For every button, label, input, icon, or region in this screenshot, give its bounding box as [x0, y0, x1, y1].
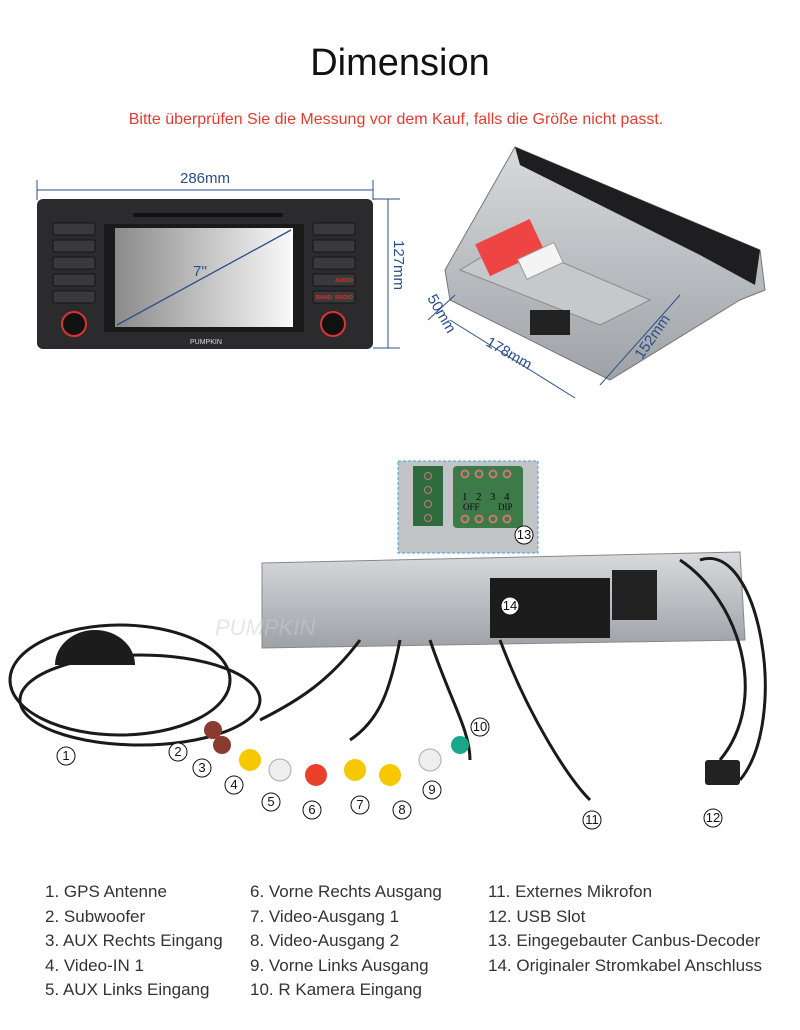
- legend-item: 3. AUX Rechts Eingang: [45, 931, 223, 950]
- gps-antenna: [55, 630, 135, 665]
- callout-5: 5: [261, 792, 281, 812]
- legend-column-1: 1. GPS Antenne 2. Subwoofer 3. AUX Recht…: [45, 880, 223, 1003]
- height-dimension: 127mm: [373, 198, 407, 349]
- tune-knob: [320, 311, 346, 337]
- legend-item: 8. Video-Ausgang 2: [250, 931, 400, 950]
- legend-item: 13. Eingegebauter Canbus-Decoder: [488, 931, 761, 950]
- legend-item: 14. Originaler Stromkabel Anschluss: [488, 955, 763, 975]
- head-unit-side: 50mm 178mm 152mm: [424, 146, 766, 399]
- legend-item: 4. Video-IN 1: [45, 955, 144, 975]
- legend-item: 11. Externes Mikrofon: [488, 882, 653, 901]
- callout-11: 11: [582, 810, 602, 830]
- dip-off-label: OFF: [463, 502, 480, 512]
- dip-label: DIP: [498, 502, 513, 512]
- svg-text:11: 11: [585, 812, 599, 827]
- width-label: 286mm: [180, 170, 230, 187]
- dip-pin-1: 1: [462, 491, 468, 503]
- svg-text:13: 13: [517, 527, 531, 542]
- callout-13: 13: [514, 525, 534, 545]
- svg-text:6: 6: [308, 802, 315, 817]
- svg-text:5: 5: [267, 794, 274, 809]
- brand-logo: PUMPKIN: [190, 339, 222, 346]
- legend-item: 9. Vorne Links Ausgang: [250, 955, 429, 975]
- svg-text:1: 1: [62, 748, 69, 763]
- legend-item: 10. R Kamera Eingang: [250, 980, 422, 999]
- size-warning: Bitte überprüfen Sie die Messung vor dem…: [128, 111, 664, 128]
- svg-text:14: 14: [503, 598, 517, 613]
- callout-9: 9: [422, 780, 442, 800]
- legend-item: 12. USB Slot: [488, 906, 586, 926]
- callout-1: 1: [56, 746, 76, 766]
- svg-text:2: 2: [174, 744, 181, 759]
- legend-item: 1. GPS Antenne: [45, 882, 167, 901]
- dip-pin-3: 3: [490, 491, 496, 503]
- callout-10: 10: [470, 717, 490, 737]
- callout-2: 2: [168, 742, 188, 762]
- cables: [8, 556, 767, 802]
- watermark: PUMPKIN: [215, 615, 315, 640]
- height-label: 127mm: [390, 240, 407, 290]
- callout-8: 8: [392, 800, 412, 820]
- usb-connector: [705, 760, 740, 785]
- depth-label: 178mm: [483, 334, 535, 374]
- rca-connectors: [204, 721, 740, 786]
- screen-size-label: 7'': [193, 263, 207, 280]
- page-title: Dimension: [310, 42, 490, 84]
- callout-3: 3: [192, 758, 212, 778]
- dip-pin-4: 4: [504, 491, 510, 503]
- legend-column-3: 11. Externes Mikrofon 12. USB Slot 13. E…: [488, 880, 762, 978]
- callouts: 1 2 3 4 5 6 7 8 9 10 11 12 13 14: [56, 525, 723, 830]
- legend-item: 7. Video-Ausgang 1: [250, 906, 400, 926]
- callout-14: 14: [500, 596, 520, 616]
- width-dimension: 286mm: [36, 170, 374, 200]
- svg-text:4: 4: [230, 777, 237, 792]
- radio-button-label: RADIO: [335, 295, 353, 301]
- audio-button-label: AUDIO: [335, 278, 353, 284]
- svg-text:7: 7: [356, 797, 363, 812]
- band-button-label: BAND: [316, 295, 332, 301]
- legend-item: 5. AUX Links Eingang: [45, 980, 210, 999]
- legend-column-2: 6. Vorne Rechts Ausgang 7. Video-Ausgang…: [250, 880, 442, 1003]
- callout-4: 4: [224, 775, 244, 795]
- dip-pin-2: 2: [476, 491, 482, 503]
- svg-text:3: 3: [198, 760, 205, 775]
- svg-text:12: 12: [706, 810, 720, 825]
- legend-item: 2. Subwoofer: [45, 906, 146, 926]
- callout-7: 7: [350, 795, 370, 815]
- harness-unit: PUMPKIN: [215, 551, 746, 649]
- svg-text:10: 10: [473, 719, 487, 734]
- volume-knob: [61, 311, 87, 337]
- svg-text:9: 9: [428, 782, 435, 797]
- callout-6: 6: [302, 800, 322, 820]
- head-unit-front: 7'' AUDIO BAND RADIO PUMPKIN: [37, 199, 373, 349]
- legend-item: 6. Vorne Rechts Ausgang: [250, 882, 442, 901]
- callout-12: 12: [703, 808, 723, 828]
- svg-text:8: 8: [398, 802, 405, 817]
